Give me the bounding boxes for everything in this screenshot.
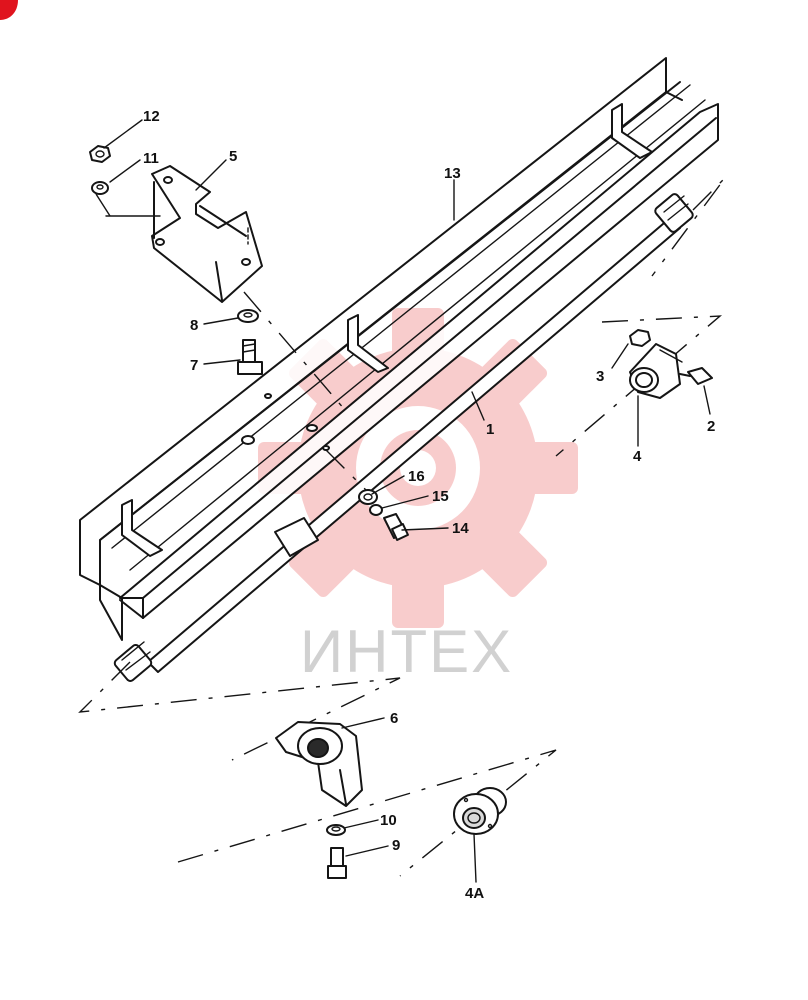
corner-mark-icon (0, 0, 18, 20)
lock-washer-11 (91, 181, 109, 195)
bolt-9 (327, 847, 347, 879)
callout-4a: 4A (465, 885, 484, 902)
callout-2: 2 (707, 418, 715, 435)
alignment-line-4 (177, 749, 557, 877)
washer-10 (326, 824, 346, 836)
mounting-bracket (151, 165, 263, 303)
callout-8: 8 (190, 317, 198, 334)
callout-13: 13 (444, 165, 461, 182)
alignment-line-1 (651, 177, 726, 277)
flange-bearing (453, 787, 507, 835)
bolt-7 (237, 339, 263, 375)
alignment-line-6 (325, 449, 371, 495)
callout-11: 11 (143, 150, 159, 167)
leader-lines (103, 119, 711, 883)
bolt-2 (679, 367, 713, 385)
alignment-line-3 (78, 661, 401, 761)
watermark-text: ИНТЕХ (300, 618, 513, 685)
callout-5: 5 (229, 148, 237, 165)
callout-10: 10 (380, 812, 397, 829)
callout-14: 14 (452, 520, 469, 537)
nut-12 (89, 145, 111, 163)
shaft-coupling (629, 343, 683, 399)
callout-7: 7 (190, 357, 198, 374)
callout-3: 3 (596, 368, 604, 385)
alignment-line-5 (243, 291, 346, 411)
nut-3 (629, 329, 651, 347)
splined-shaft (113, 193, 694, 682)
callout-6: 6 (390, 710, 398, 727)
callout-16: 16 (408, 468, 425, 485)
callout-4: 4 (633, 448, 642, 465)
alignment-line-2 (555, 315, 723, 457)
callout-12: 12 (143, 108, 160, 125)
washer-8 (237, 309, 259, 323)
channel-rail (79, 57, 719, 641)
pillow-block-bearing (275, 721, 363, 807)
callout-15: 15 (432, 488, 449, 505)
washer-15 (369, 504, 383, 516)
callout-9: 9 (392, 837, 400, 854)
callout-1: 1 (486, 421, 494, 438)
alignment-line-7 (95, 193, 111, 217)
bolt-14 (383, 513, 409, 541)
